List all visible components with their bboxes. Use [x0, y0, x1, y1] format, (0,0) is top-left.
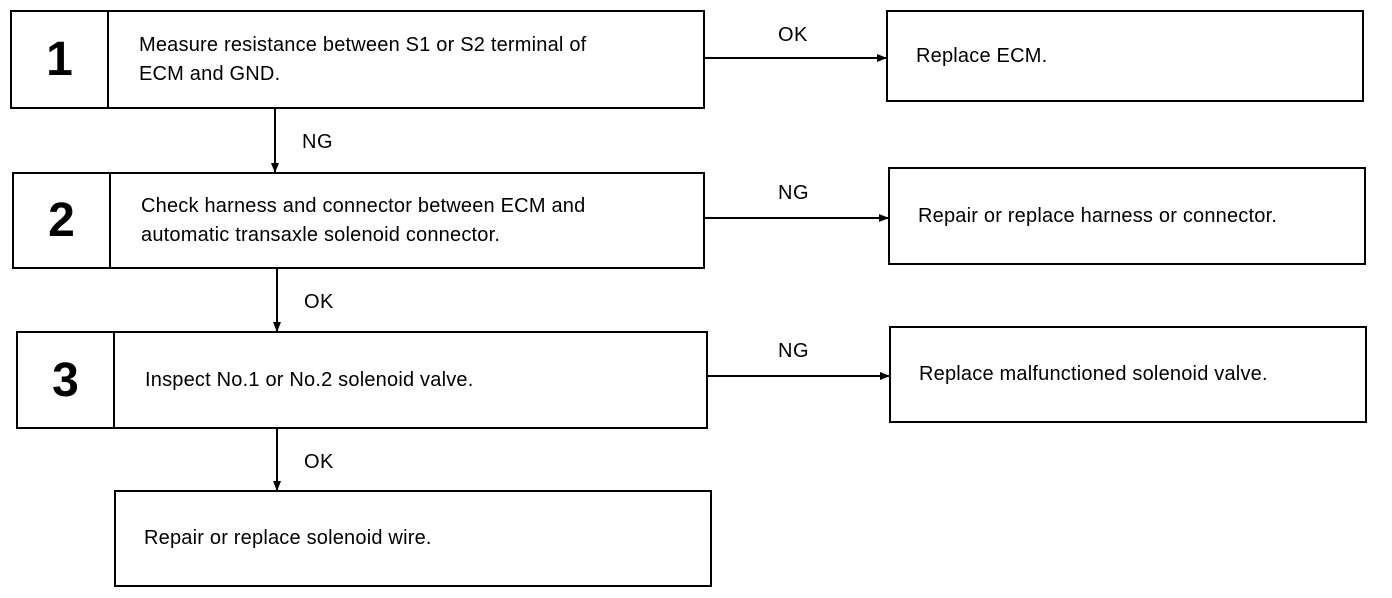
down-label-3: OK [304, 451, 334, 473]
branch-label-3: NG [778, 340, 809, 362]
result-text-3: Replace malfunctioned solenoid valve. [919, 363, 1268, 385]
step-1-line1: Measure resistance between S1 or S2 term… [139, 33, 587, 56]
result-box-1: Replace ECM. [886, 10, 1364, 102]
step-1-text: Measure resistance between S1 or S2 term… [109, 12, 596, 107]
step-2-line2: automatic transaxle solenoid connector. [141, 223, 501, 246]
step-2-box: 2 Check harness and connector between EC… [12, 172, 705, 269]
final-box: Repair or replace solenoid wire. [114, 490, 712, 587]
step-3-text: Inspect No.1 or No.2 solenoid valve. [115, 333, 484, 427]
step-2-line1: Check harness and connector between ECM … [141, 194, 586, 217]
result-box-3: Replace malfunctioned solenoid valve. [889, 326, 1367, 423]
down-label-2: OK [304, 291, 334, 313]
final-text: Repair or replace solenoid wire. [144, 527, 432, 549]
step-number-1: 1 [12, 12, 109, 107]
step-number-3: 3 [18, 333, 115, 427]
branch-label-1: OK [778, 24, 808, 46]
result-text-1: Replace ECM. [916, 44, 1048, 67]
branch-label-2: NG [778, 182, 809, 204]
step-2-text: Check harness and connector between ECM … [111, 174, 595, 267]
step-1-box: 1 Measure resistance between S1 or S2 te… [10, 10, 705, 109]
step-3-line1: Inspect No.1 or No.2 solenoid valve. [145, 368, 474, 391]
step-1-line2: ECM and GND. [139, 62, 281, 85]
step-number-2: 2 [14, 174, 111, 267]
result-text-2: Repair or replace harness or connector. [918, 204, 1278, 227]
down-label-1: NG [302, 131, 333, 153]
step-3-box: 3 Inspect No.1 or No.2 solenoid valve. [16, 331, 708, 429]
result-box-2: Repair or replace harness or connector. [888, 167, 1366, 265]
